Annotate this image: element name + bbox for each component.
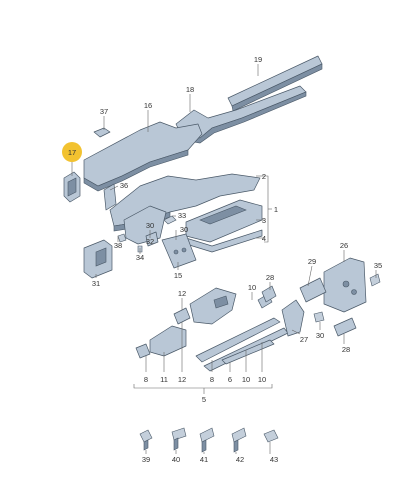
part-40-screw[interactable] — [171, 427, 187, 451]
part-41-bolt[interactable] — [199, 427, 215, 453]
label-1[interactable]: 1 — [274, 205, 278, 214]
part-12-bracket[interactable] — [173, 307, 191, 325]
part-42-bolt[interactable] — [231, 427, 247, 453]
part-28-plate[interactable] — [261, 285, 277, 303]
label-30-right[interactable]: 30 — [316, 331, 324, 340]
label-41[interactable]: 41 — [200, 455, 208, 464]
label-34[interactable]: 34 — [136, 253, 144, 262]
part-15-panel[interactable] — [161, 233, 197, 269]
part-36-plate[interactable] — [103, 183, 117, 211]
label-6[interactable]: 6 — [228, 375, 232, 384]
label-36[interactable]: 36 — [120, 181, 128, 190]
label-12-upper[interactable]: 12 — [178, 289, 186, 298]
part-32-bracket[interactable] — [145, 231, 159, 247]
part-labels: 19 18 16 37 17 36 2 1 3 4 33 30 30 32 38… — [68, 55, 382, 464]
label-8-right[interactable]: 8 — [210, 375, 214, 384]
part-35-clip[interactable] — [369, 273, 381, 287]
label-39[interactable]: 39 — [142, 455, 150, 464]
label-42[interactable]: 42 — [236, 455, 244, 464]
label-30-second[interactable]: 30 — [180, 225, 188, 234]
part-30b-clip[interactable] — [313, 311, 325, 323]
label-10[interactable]: 10 — [242, 375, 250, 384]
part-39-clip[interactable] — [139, 429, 153, 451]
label-16[interactable]: 16 — [144, 101, 152, 110]
label-15[interactable]: 15 — [174, 271, 182, 280]
part-26-panel[interactable] — [323, 257, 367, 313]
label-3[interactable]: 3 — [262, 216, 266, 225]
part-43-nut[interactable] — [263, 429, 279, 443]
label-40[interactable]: 40 — [172, 455, 180, 464]
part-31-bracket[interactable] — [83, 239, 113, 279]
label-10-right[interactable]: 10 — [258, 375, 266, 384]
part-27-arch[interactable] — [281, 299, 305, 337]
label-18[interactable]: 18 — [186, 85, 194, 94]
part-38-clip[interactable] — [117, 233, 127, 243]
label-11[interactable]: 11 — [160, 375, 168, 384]
part-33-clip[interactable] — [163, 215, 177, 225]
label-29[interactable]: 29 — [308, 257, 316, 266]
part-16-sill[interactable] — [83, 121, 203, 192]
label-27[interactable]: 27 — [300, 335, 308, 344]
label-12[interactable]: 12 — [178, 375, 186, 384]
label-32[interactable]: 32 — [146, 237, 154, 246]
part-11-support[interactable] — [149, 325, 187, 357]
label-8[interactable]: 8 — [144, 375, 148, 384]
label-35[interactable]: 35 — [374, 261, 382, 270]
label-31[interactable]: 31 — [92, 279, 100, 288]
part-8-bracket[interactable] — [135, 343, 151, 359]
label-17[interactable]: 17 — [68, 148, 76, 157]
label-38[interactable]: 38 — [114, 241, 122, 250]
label-33[interactable]: 33 — [178, 211, 186, 220]
label-4[interactable]: 4 — [262, 234, 266, 243]
label-26[interactable]: 26 — [340, 241, 348, 250]
label-37[interactable]: 37 — [100, 107, 108, 116]
label-19[interactable]: 19 — [254, 55, 262, 64]
label-10-upper[interactable]: 10 — [248, 283, 256, 292]
part-28b-bracket[interactable] — [333, 317, 357, 337]
part-29-bracket[interactable] — [299, 277, 327, 303]
label-5[interactable]: 5 — [202, 395, 206, 404]
label-30-upper[interactable]: 30 — [146, 221, 154, 230]
part-37-bracket[interactable] — [93, 127, 111, 138]
label-43[interactable]: 43 — [270, 455, 278, 464]
part-19-rail[interactable] — [227, 55, 323, 112]
highlight-marker-17 — [62, 142, 82, 162]
label-28-upper[interactable]: 28 — [266, 273, 274, 282]
label-28[interactable]: 28 — [342, 345, 350, 354]
leader-lines — [71, 64, 377, 454]
part-6-rail[interactable] — [221, 339, 275, 365]
part-17-bracket[interactable] — [63, 171, 81, 203]
label-2[interactable]: 2 — [262, 172, 266, 181]
